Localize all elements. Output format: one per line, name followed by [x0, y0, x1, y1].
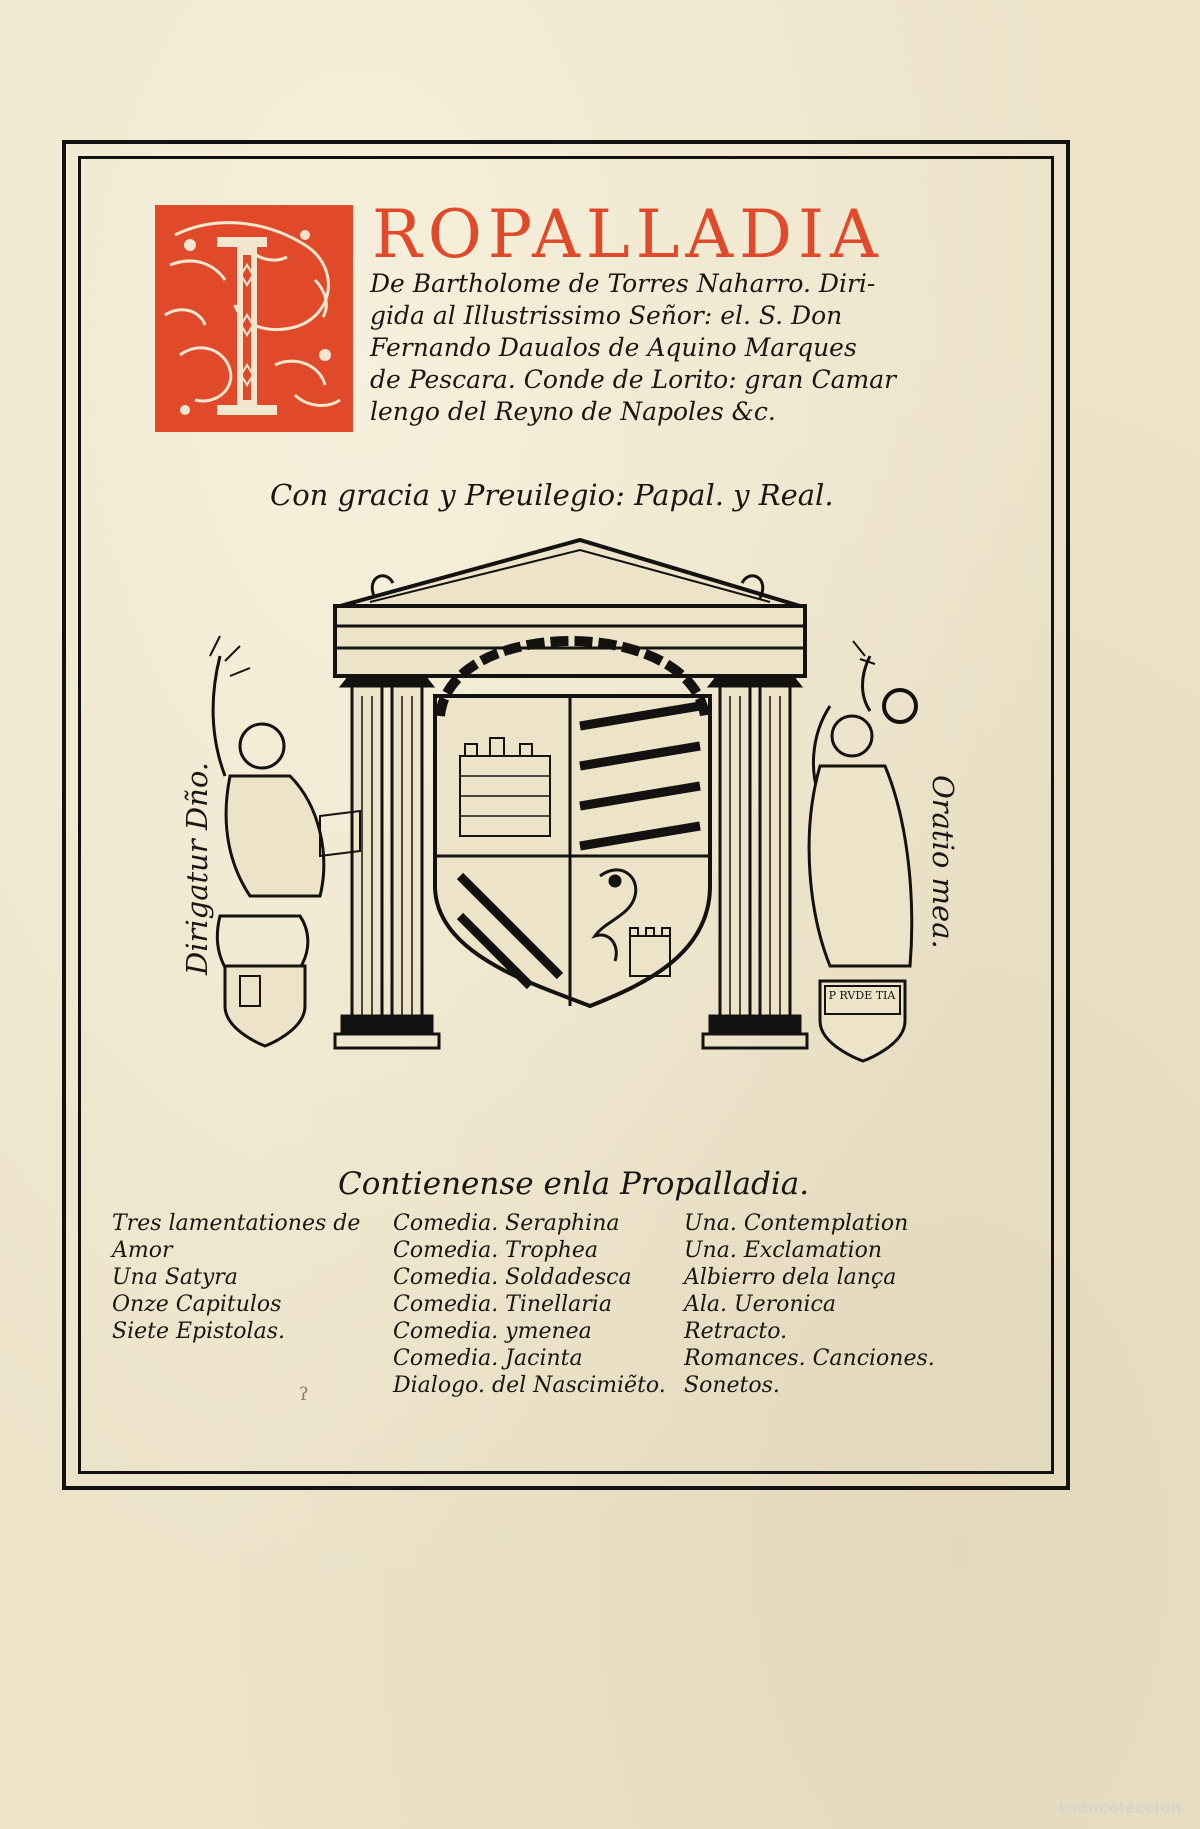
privilege-line: Con gracia y Preuilegio: Papal. y Real. — [270, 478, 834, 512]
right-motto: Oratio mea. — [926, 775, 960, 949]
subtitle-line: gida al Illustrissimo Señor: el. S. Don — [370, 301, 843, 330]
title-text: ROPALLADIA — [372, 196, 884, 273]
list-item: Comedia. Soldadesca — [393, 1265, 632, 1290]
ink-mark: ʔ — [299, 1384, 309, 1405]
list-item: Una Satyra — [112, 1265, 238, 1290]
list-item: Romances. Canciones. — [684, 1346, 935, 1371]
subtitle-line: lengo del Reyno de Napoles &c. — [370, 397, 776, 426]
list-item: Una. Exclamation — [684, 1238, 883, 1263]
list-item: Una. Contemplation — [684, 1211, 909, 1236]
list-item: Onze Capitulos — [112, 1292, 282, 1317]
contents-column-2: Comedia. Seraphina Comedia. Trophea Come… — [393, 1210, 666, 1399]
contents-heading: Contienense enla Propalladia. — [338, 1166, 810, 1202]
list-item: Sonetos. — [684, 1373, 780, 1398]
contents-column-3: Una. Contemplation Una. Exclamation Albi… — [684, 1210, 935, 1399]
left-motto: Dirigatur Dño. — [180, 761, 214, 975]
list-item: Comedia. Seraphina — [393, 1211, 620, 1236]
list-item: Comedia. Tinellaria — [393, 1292, 612, 1317]
list-item: Comedia. Jacinta — [393, 1346, 583, 1371]
plaque-text: P RVDE TIA — [829, 989, 897, 1002]
contents-column-1: Tres lamentationes de Amor Una Satyra On… — [112, 1210, 360, 1345]
decorated-initial — [155, 205, 353, 432]
list-item: Tres lamentationes de — [112, 1211, 361, 1236]
list-item: Retracto. — [684, 1319, 788, 1344]
list-item: Albierro dela lança — [684, 1265, 897, 1290]
list-item: Comedia. ymenea — [393, 1319, 592, 1344]
book-title: ROPALLADIA — [372, 196, 884, 273]
list-item: Dialogo. del Nascimiẽto. — [393, 1373, 666, 1398]
subtitle-line: Fernando Daualos de Aquino Marques — [370, 333, 857, 362]
subtitle-block: De Bartholome de Torres Naharro. Diri- g… — [370, 268, 1010, 428]
subtitle-line: De Bartholome de Torres Naharro. Diri- — [370, 269, 876, 298]
list-item: Siete Epistolas. — [112, 1319, 285, 1344]
list-item: Comedia. Trophea — [393, 1238, 599, 1263]
list-item: Amor — [112, 1238, 173, 1263]
watermark: todocoleccion — [1058, 1799, 1182, 1817]
inner-border — [78, 156, 1054, 1474]
subtitle-line: de Pescara. Conde de Lorito: gran Camar — [370, 365, 897, 394]
initial-ornament-icon — [164, 221, 341, 415]
woodcut-illustration: P RVDE TIA — [209, 537, 918, 1063]
outer-border — [62, 140, 1070, 1490]
list-item: Ala. Ueronica — [684, 1292, 836, 1317]
